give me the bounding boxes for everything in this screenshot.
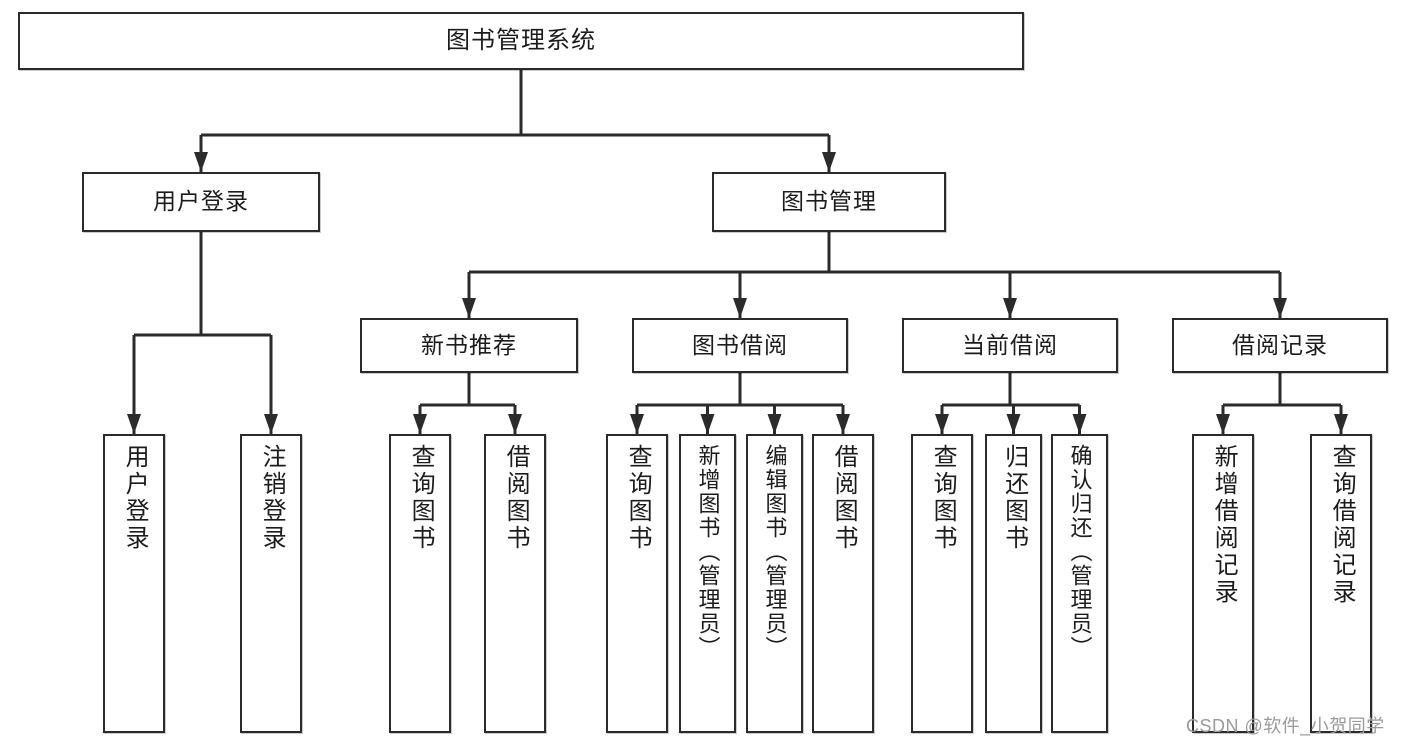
arrowhead-book-borrow <box>733 298 747 318</box>
arrowhead-leaf-query-book-1 <box>413 414 427 434</box>
node-leaf-add-book[interactable]: 新增图书（管理员） <box>679 434 736 733</box>
node-label-leaf-query-book-1: 查询图书 <box>407 444 435 552</box>
node-label-leaf-return-book: 归还图书 <box>1000 444 1028 552</box>
node-leaf-confirm-return[interactable]: 确认归还（管理员） <box>1051 434 1108 733</box>
node-borrow-record[interactable]: 借阅记录 <box>1172 318 1388 373</box>
node-label-leaf-add-record: 新增借阅记录 <box>1210 444 1238 606</box>
node-label-leaf-borrow-book-1: 借阅图书 <box>502 444 530 552</box>
arrowhead-leaf-query-book-3 <box>935 414 949 434</box>
arrowhead-user-login <box>194 152 208 172</box>
node-new-book-recommend[interactable]: 新书推荐 <box>360 318 578 373</box>
node-leaf-add-record[interactable]: 新增借阅记录 <box>1192 434 1254 733</box>
arrowhead-borrow-record <box>1273 298 1287 318</box>
node-label-leaf-borrow-book-2: 借阅图书 <box>830 444 858 552</box>
node-leaf-return-book[interactable]: 归还图书 <box>985 434 1042 733</box>
node-leaf-logout[interactable]: 注销登录 <box>240 434 302 733</box>
node-label-current-borrow: 当前借阅 <box>962 331 1058 358</box>
node-leaf-borrow-book-2[interactable]: 借阅图书 <box>812 434 874 733</box>
arrowhead-leaf-query-record <box>1334 414 1348 434</box>
watermark-text: CSDN @软件_小贺同学 <box>1186 716 1385 736</box>
node-label-leaf-edit-book: 编辑图书（管理员） <box>762 444 788 660</box>
arrowhead-leaf-add-record <box>1216 414 1230 434</box>
node-label-book-manage: 图书管理 <box>781 188 877 215</box>
arrowhead-leaf-borrow-book-1 <box>508 414 522 434</box>
arrowhead-leaf-edit-book <box>767 414 782 434</box>
node-leaf-query-record[interactable]: 查询借阅记录 <box>1310 434 1372 733</box>
arrowhead-leaf-return-book <box>1006 414 1021 434</box>
node-current-borrow[interactable]: 当前借阅 <box>902 318 1118 373</box>
node-book-manage[interactable]: 图书管理 <box>712 172 946 232</box>
node-label-borrow-record: 借阅记录 <box>1232 331 1328 358</box>
node-leaf-edit-book[interactable]: 编辑图书（管理员） <box>746 434 803 733</box>
arrowhead-leaf-add-book <box>700 414 715 434</box>
node-label-leaf-query-record: 查询借阅记录 <box>1328 444 1356 606</box>
arrowhead-leaf-user-login <box>127 414 141 434</box>
node-user-login[interactable]: 用户登录 <box>82 172 320 232</box>
node-label-leaf-confirm-return: 确认归还（管理员） <box>1067 444 1093 660</box>
arrowhead-current-borrow <box>1003 298 1017 318</box>
arrowhead-book-manage <box>822 152 836 172</box>
node-label-leaf-user-login: 用户登录 <box>121 444 149 552</box>
arrowhead-leaf-borrow-book-2 <box>836 414 850 434</box>
node-label-leaf-add-book: 新增图书（管理员） <box>695 444 721 660</box>
node-book-borrow[interactable]: 图书借阅 <box>632 318 848 373</box>
node-label-leaf-logout: 注销登录 <box>258 444 286 552</box>
arrowhead-leaf-logout <box>264 414 278 434</box>
node-leaf-query-book-2[interactable]: 查询图书 <box>606 434 668 733</box>
arrowhead-new-book-recommend <box>462 298 476 318</box>
node-label-root: 图书管理系统 <box>446 26 596 54</box>
node-label-leaf-query-book-3: 查询图书 <box>929 444 957 552</box>
arrowhead-leaf-confirm-return <box>1072 414 1087 434</box>
node-root[interactable]: 图书管理系统 <box>18 12 1024 70</box>
node-label-book-borrow: 图书借阅 <box>692 331 788 358</box>
node-label-leaf-query-book-2: 查询图书 <box>624 444 652 552</box>
node-label-user-login: 用户登录 <box>153 188 249 215</box>
arrowhead-leaf-query-book-2 <box>630 414 644 434</box>
node-label-new-book-recommend: 新书推荐 <box>421 331 517 358</box>
node-leaf-user-login[interactable]: 用户登录 <box>103 434 165 733</box>
node-leaf-query-book-3[interactable]: 查询图书 <box>911 434 973 733</box>
node-leaf-query-book-1[interactable]: 查询图书 <box>389 434 451 733</box>
node-leaf-borrow-book-1[interactable]: 借阅图书 <box>484 434 546 733</box>
